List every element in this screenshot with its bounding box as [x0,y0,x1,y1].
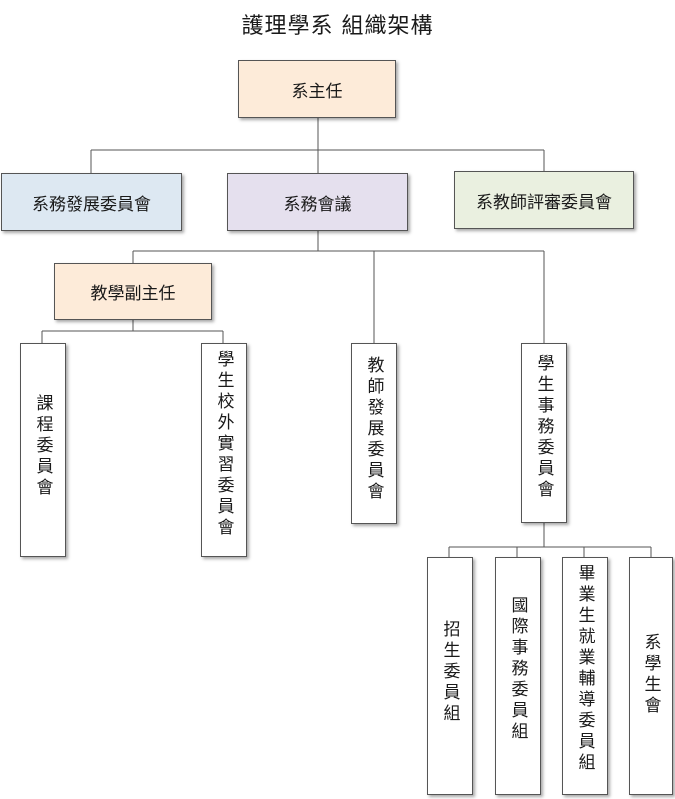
node-dev-committee: 系務發展委員會 [1,173,182,231]
node-international: 國際事務委員組 [495,557,541,795]
node-career: 畢業生就業輔導委員組 [562,557,608,795]
node-student-assoc-label: 系學生會 [640,633,661,717]
node-career-label: 畢業生就業輔導委員組 [574,564,595,774]
node-curriculum-label: 課程委員會 [32,394,53,499]
node-admissions: 招生委員組 [427,557,473,795]
node-head: 系主任 [238,60,396,118]
node-vice-director: 教學副主任 [54,263,212,320]
node-student-affairs-label: 學生事務委員會 [533,354,554,501]
node-student-assoc: 系學生會 [629,557,673,795]
node-internship-label: 學生校外實習委員會 [213,350,234,539]
node-internship: 學生校外實習委員會 [201,343,247,557]
node-student-affairs: 學生事務委員會 [521,343,567,523]
node-international-label: 國際事務委員組 [507,596,528,743]
node-teacher-dev-label: 教師發展委員會 [363,356,384,503]
node-affairs-meeting: 系務會議 [227,173,408,231]
node-admissions-label: 招生委員組 [439,620,460,725]
chart-title: 護理學系 組織架構 [241,14,434,39]
node-curriculum: 課程委員會 [20,343,66,557]
node-teacher-dev: 教師發展委員會 [351,343,397,524]
node-faculty-review: 系教師評審委員會 [454,171,634,229]
